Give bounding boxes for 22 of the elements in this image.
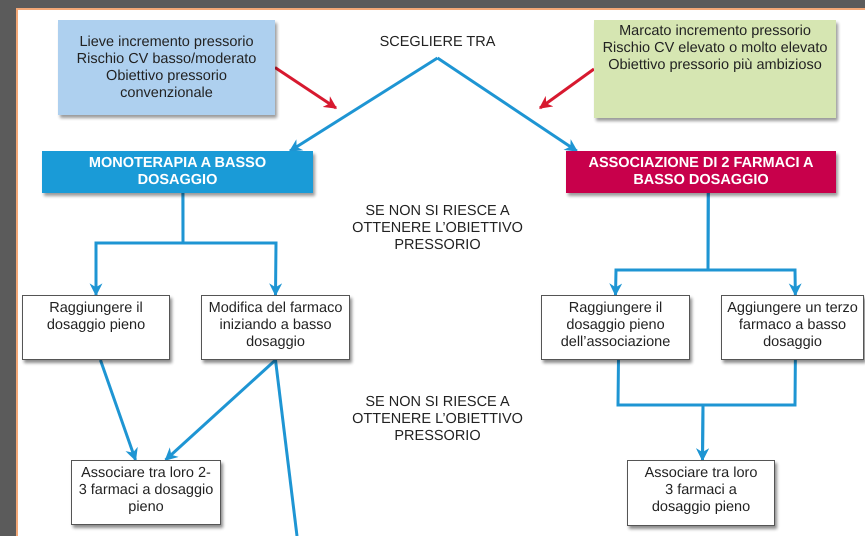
step-box: Raggiungere il dosaggio pieno dell’associazione <box>541 295 690 360</box>
condition-box: Marcato incremento pressorio Rischio CV elevato o molto elevato Obiettivo pressorio più ambizioso <box>594 20 836 118</box>
step-box: Modifica del farmaco iniziando a basso dosaggio <box>201 295 350 360</box>
therapy-box: MONOTERAPIA A BASSO DOSAGGIO <box>42 151 313 193</box>
choice-label: SCEGLIERE TRA <box>365 34 510 58</box>
step-box: Associare tra loro 2-3 farmaci a dosaggio pieno <box>71 460 221 525</box>
arrow <box>164 358 276 462</box>
step-box: Raggiungere il dosaggio pieno <box>22 295 170 360</box>
arrow <box>538 68 595 110</box>
condition-note: SE NON SI RIESCE A OTTENERE L’OBIETTIVO PRESSORIO <box>351 203 524 254</box>
step-box: Associare tra loro 3 farmaci a dosaggio pieno <box>627 460 775 526</box>
arrow <box>274 66 338 110</box>
arrow <box>99 360 138 462</box>
arrow <box>696 360 797 462</box>
condition-note: SE NON SI RIESCE A OTTENERE L’OBIETTIVO PRESSORIO <box>351 394 524 445</box>
arrow <box>436 56 578 152</box>
arrow <box>706 193 802 296</box>
therapy-box: ASSOCIAZIONE DI 2 FARMACI A BASSO DOSAGGIO <box>566 151 836 193</box>
step-box: Aggiungere un terzo farmaco a basso dosaggio <box>721 295 864 360</box>
condition-box: Lieve incremento pressorio Rischio CV basso/moderato Obiettivo pressorio convenzionale <box>58 20 275 115</box>
arrow <box>288 56 438 152</box>
arrow <box>181 193 282 296</box>
